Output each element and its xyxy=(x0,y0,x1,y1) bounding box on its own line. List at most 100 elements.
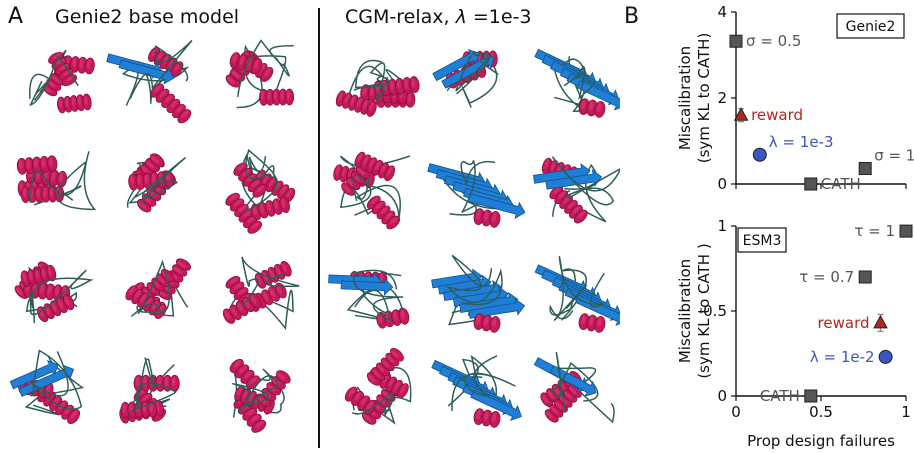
square-marker xyxy=(858,270,872,284)
protein-structure xyxy=(222,256,300,331)
circle-marker xyxy=(878,349,893,364)
panel-b-letter: B xyxy=(624,4,640,29)
point-label: λ = 1e-2 xyxy=(810,348,875,366)
coil-loop xyxy=(550,352,599,412)
helix-ribbon xyxy=(366,347,404,386)
protein-structures xyxy=(9,39,620,433)
helix-ribbon xyxy=(366,195,401,230)
point-label: CATH xyxy=(821,175,861,193)
coil-loop xyxy=(241,256,300,307)
protein-structure xyxy=(335,59,420,117)
protein-structure xyxy=(427,160,526,228)
square-marker xyxy=(804,177,818,191)
protein-grid xyxy=(9,39,620,433)
point-label: τ = 0.7 xyxy=(799,268,854,286)
helix-ribbon xyxy=(20,264,57,287)
x-tick-label: 1 xyxy=(901,403,911,421)
helix-ribbon xyxy=(222,292,262,324)
y-tick-label: 0.5 xyxy=(703,302,727,320)
coil-loop xyxy=(445,254,503,306)
coil-loop xyxy=(455,52,499,95)
protein-structure xyxy=(432,49,499,108)
protein-structure xyxy=(16,151,97,211)
sheet-strand xyxy=(441,53,495,89)
square-marker xyxy=(729,34,743,48)
protein-structure xyxy=(229,358,291,433)
coil-loop xyxy=(230,367,285,418)
point-label: CATH xyxy=(760,387,800,405)
coil-loop xyxy=(553,255,606,322)
coil-loop xyxy=(451,355,516,412)
point-label: τ = 1 xyxy=(854,222,895,240)
coil-loop xyxy=(136,259,170,315)
protein-structure xyxy=(532,156,620,224)
protein-structure xyxy=(344,347,412,425)
y-tick-label: 4 xyxy=(717,3,727,21)
protein-structure xyxy=(9,349,85,425)
coil-loop xyxy=(29,269,94,316)
helix-ribbon xyxy=(56,93,92,114)
helix-ribbon xyxy=(20,185,65,204)
legend-label: ESM3 xyxy=(743,233,782,249)
helix-ribbon xyxy=(578,98,606,118)
sheet-strand xyxy=(576,79,620,111)
coil-loop xyxy=(351,366,412,418)
coil-loop xyxy=(134,156,187,206)
y-axis-label: Miscalibration(sym KL to CATH ) xyxy=(676,243,713,378)
helix-ribbon xyxy=(473,408,501,428)
coil-loop xyxy=(353,59,391,103)
coil-loop xyxy=(31,349,83,411)
helix-ribbon xyxy=(544,384,582,423)
y-tick-label: 0 xyxy=(717,387,727,405)
protein-structure xyxy=(328,269,410,329)
genie2-base-title: Genie2 base model xyxy=(55,6,240,28)
protein-structure xyxy=(333,151,411,230)
square-marker xyxy=(899,224,913,238)
cgm-relax-title-prefix: CGM-relax, xyxy=(345,6,456,28)
coil-loop xyxy=(352,174,401,218)
helix-ribbon xyxy=(233,162,267,198)
coil-loop xyxy=(244,148,278,213)
coil-loop xyxy=(29,151,97,211)
protein-structure xyxy=(225,148,296,234)
x-tick-label: 0.5 xyxy=(809,403,833,421)
legend-label: Genie2 xyxy=(846,19,896,35)
y-axis-label-line2: (sym KL to CATH) xyxy=(695,33,713,164)
y-axis-label-line2: (sym KL to CATH ) xyxy=(695,243,713,378)
coil-loop xyxy=(129,39,193,99)
sheet-strand xyxy=(432,49,480,82)
y-tick-label: 2 xyxy=(717,89,727,107)
panel-divider xyxy=(318,8,320,448)
sheet-strand xyxy=(470,389,522,421)
helix-ribbon xyxy=(578,313,606,333)
triangle-marker xyxy=(873,314,888,329)
x-axis-label: Prop design failures xyxy=(747,432,895,450)
protein-structure xyxy=(533,352,615,424)
x-tick-label: 0 xyxy=(731,403,741,421)
protein-structure xyxy=(125,258,191,319)
protein-structure xyxy=(126,153,187,213)
y-tick-label: 1 xyxy=(717,217,727,235)
legend-box xyxy=(737,227,787,253)
y-tick-label: 0 xyxy=(717,175,727,193)
coil-loop xyxy=(460,160,496,214)
protein-structure xyxy=(534,255,620,333)
helix-ribbon xyxy=(229,358,260,390)
point-label: σ = 0.5 xyxy=(746,32,801,50)
square-marker xyxy=(804,389,818,403)
helix-ribbon xyxy=(16,155,58,175)
square-marker xyxy=(858,162,872,176)
helix-ribbon xyxy=(150,83,192,124)
coil-loop xyxy=(561,58,596,100)
helix-ribbon xyxy=(335,90,377,117)
coil-loop xyxy=(352,269,404,323)
y-axis-label: Miscalibration(sym KL to CATH) xyxy=(676,33,713,164)
helix-ribbon xyxy=(48,51,78,87)
protein-structure xyxy=(431,354,522,428)
point-label: λ = 1e-3 xyxy=(769,133,834,151)
y-axis-label-line1: Miscalibration xyxy=(676,46,694,150)
protein-structure xyxy=(534,48,620,118)
